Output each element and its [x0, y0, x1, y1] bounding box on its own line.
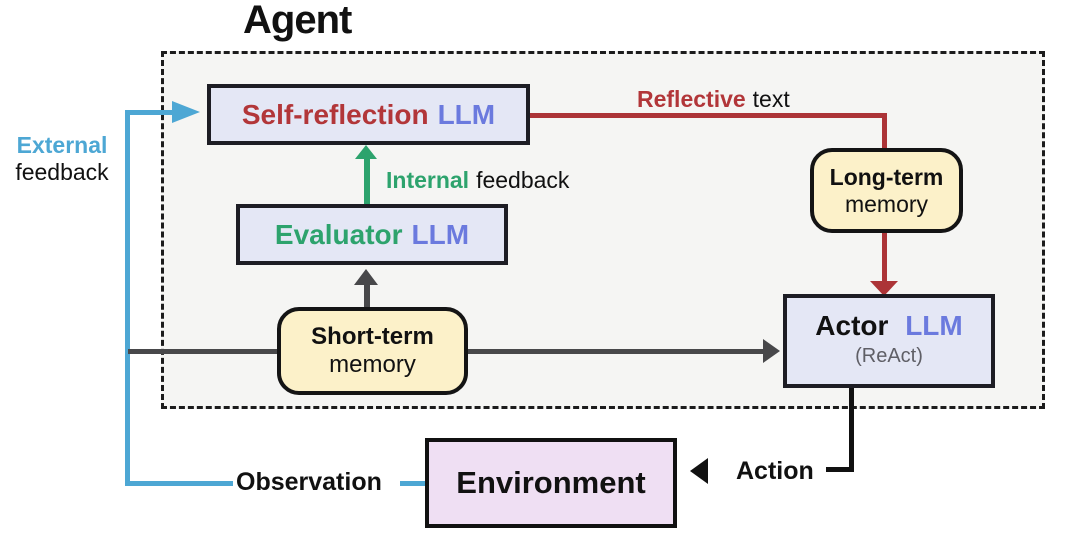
action-line-horizontal — [826, 467, 854, 472]
external-feedback-arrowhead-icon — [172, 101, 200, 123]
action-line-vertical — [849, 388, 854, 471]
reflective-text-arrowhead-icon — [870, 281, 898, 296]
environment-name: Environment — [456, 465, 646, 500]
external-feedback-line-top — [125, 110, 175, 115]
reflective-text-label-rest: text — [752, 86, 790, 112]
long-term-memory-node: Long-term memory — [810, 148, 963, 233]
reflective-text-line-horizontal — [530, 113, 887, 118]
evaluator-name: Evaluator — [274, 218, 403, 250]
self-reflection-llm-node: Self-reflection LLM — [207, 84, 530, 145]
agent-title: Agent — [243, 0, 352, 42]
internal-feedback-label-emph: Internal — [386, 167, 470, 193]
internal-feedback-arrowhead-icon — [355, 145, 377, 159]
long-term-memory-line2: memory — [844, 190, 929, 217]
actor-llm-node: Actor LLM (ReAct) — [783, 294, 995, 388]
short-term-to-evaluator-line — [364, 284, 370, 308]
long-term-memory-line1: Long-term — [829, 163, 944, 190]
observation-line-left — [125, 481, 233, 486]
short-term-memory-line1: Short-term — [311, 323, 434, 350]
internal-feedback-label-rest: feedback — [476, 167, 570, 193]
evaluator-llm-suffix: LLM — [411, 218, 470, 250]
internal-feedback-line — [364, 158, 370, 205]
external-feedback-label-rest: feedback — [15, 159, 109, 185]
action-arrowhead-icon — [690, 458, 708, 484]
external-feedback-line-vertical — [125, 110, 130, 486]
trajectory-arrowhead-icon — [763, 339, 780, 363]
external-feedback-label-emph: External — [16, 132, 108, 158]
actor-react-subtitle: (ReAct) — [855, 345, 923, 367]
actor-name: Actor — [815, 310, 889, 341]
reflective-text-label-emph: Reflective — [637, 86, 746, 112]
self-reflection-name: Self-reflection — [241, 98, 429, 130]
short-term-memory-line2: memory — [329, 351, 416, 378]
observation-line-right — [400, 481, 427, 486]
actor-llm-suffix: LLM — [905, 310, 963, 341]
actor-title-row: Actor LLM — [815, 311, 962, 341]
external-feedback-label: External feedback — [6, 132, 118, 186]
environment-node: Environment — [425, 438, 677, 528]
observation-label: Observation — [236, 468, 382, 496]
self-reflection-llm-suffix: LLM — [437, 98, 496, 130]
short-term-to-evaluator-arrowhead-icon — [354, 269, 378, 285]
short-term-memory-node: Short-term memory — [277, 307, 468, 395]
evaluator-llm-node: Evaluator LLM — [236, 204, 508, 265]
action-label: Action — [736, 457, 814, 485]
